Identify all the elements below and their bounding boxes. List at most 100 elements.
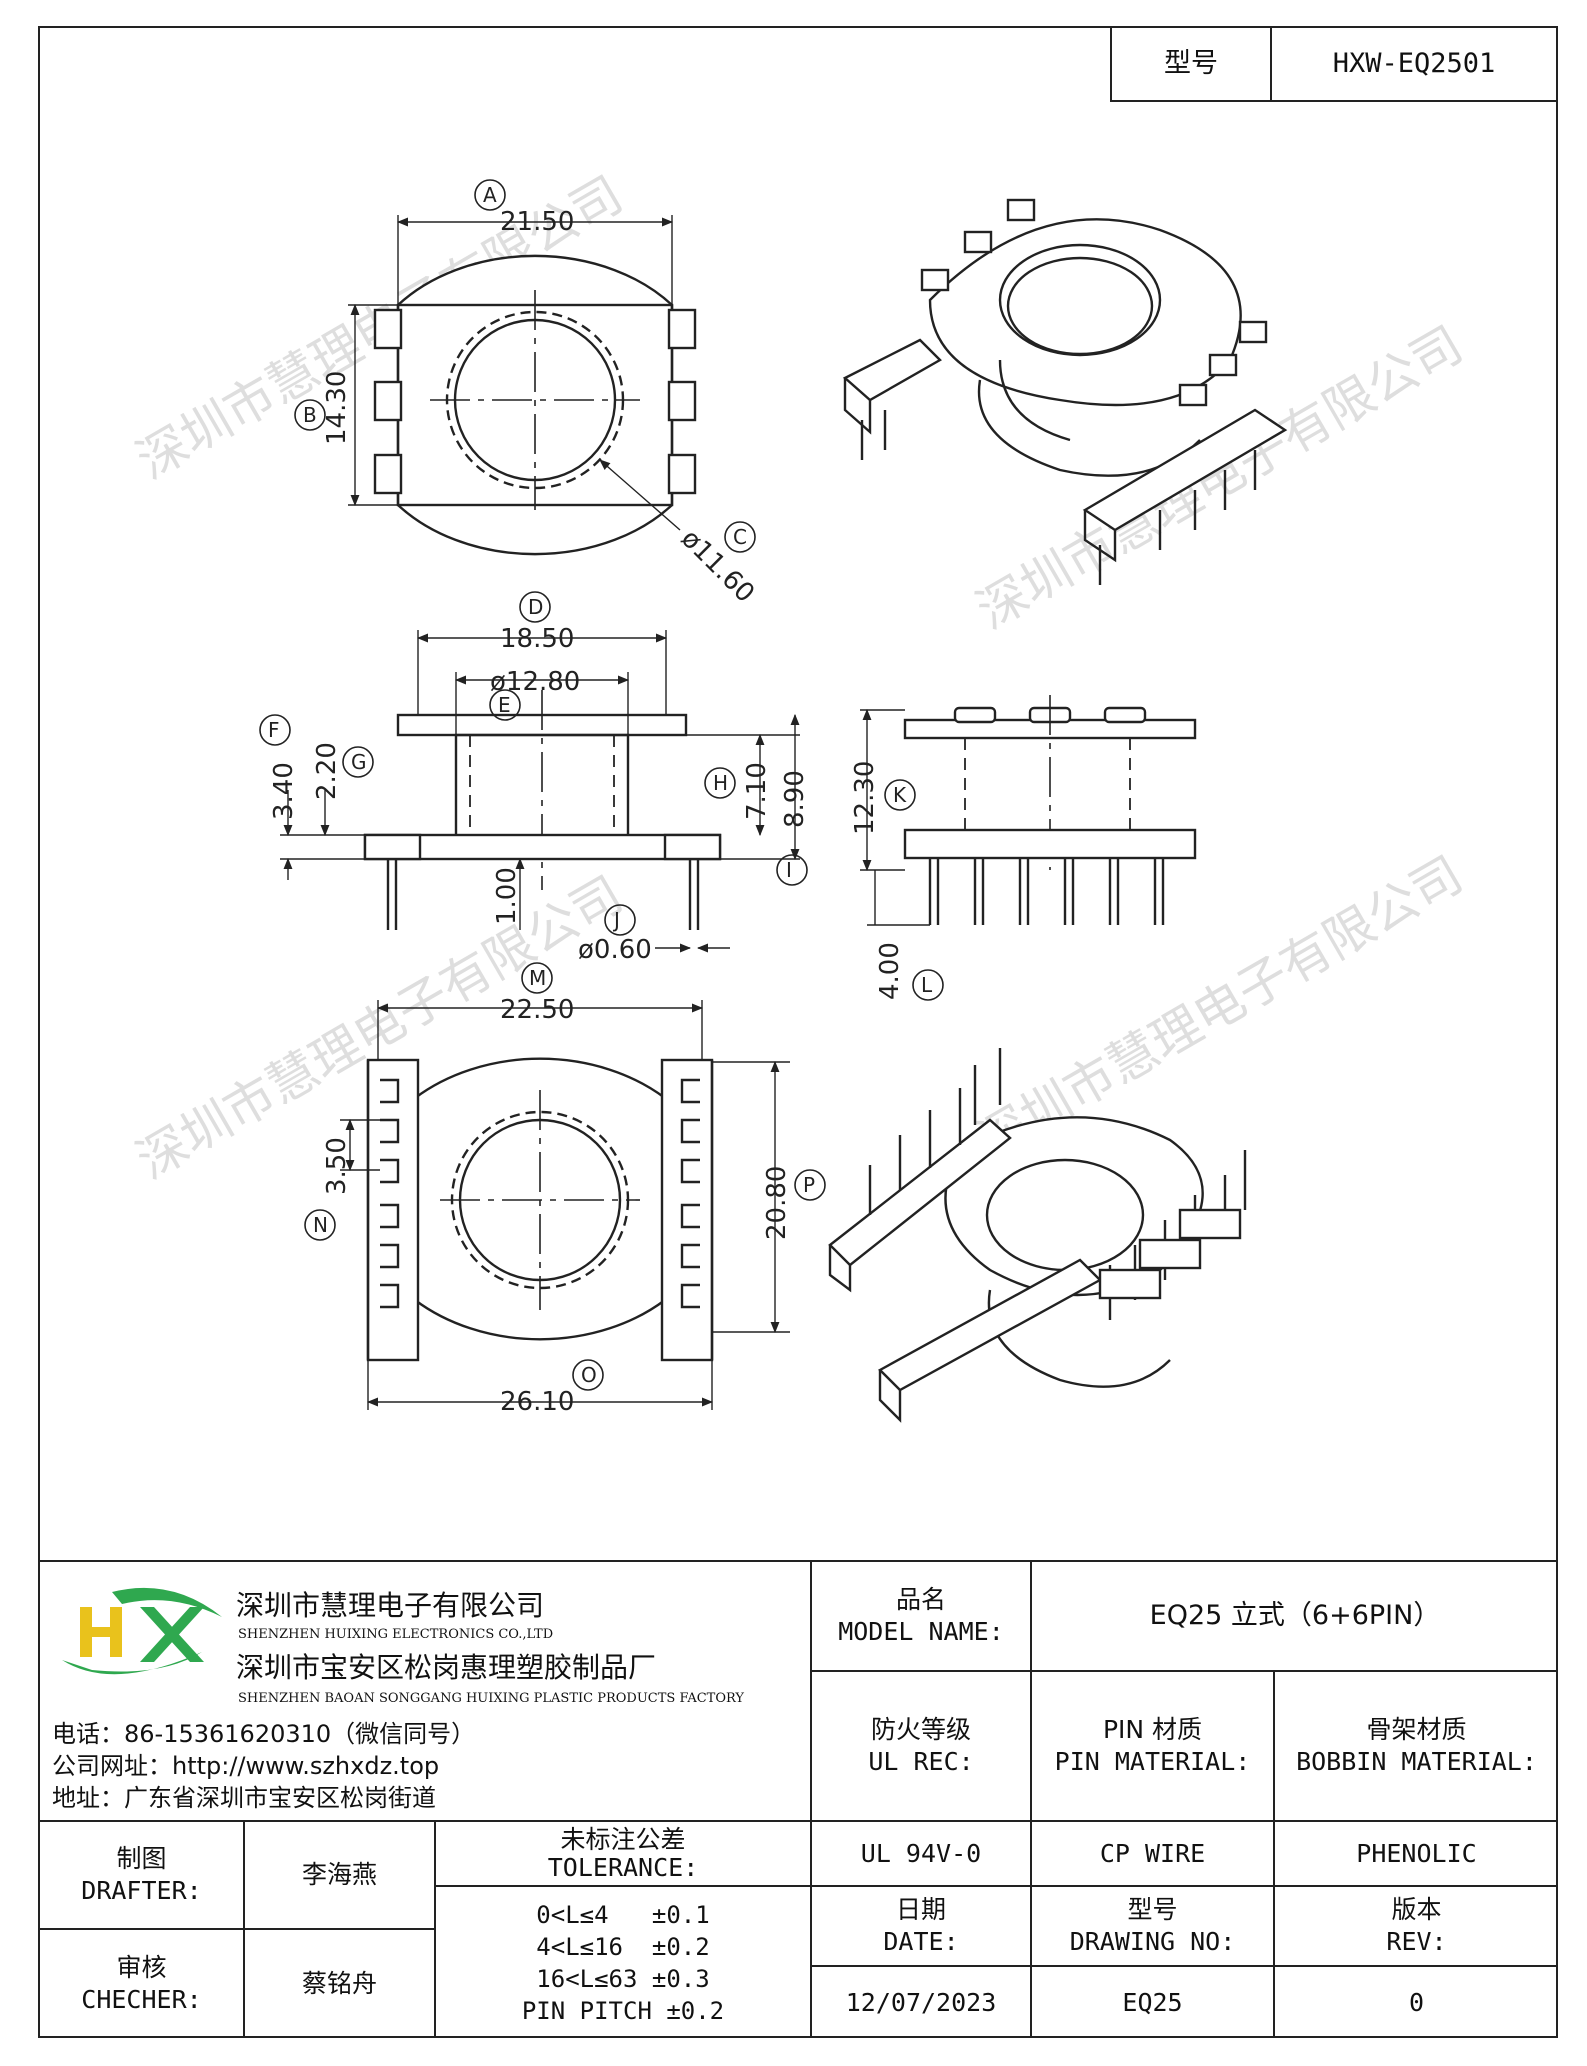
drafter-cn: 制图 [116, 1844, 167, 1873]
view-side [860, 695, 1197, 1001]
dim-b: 14.30 [322, 371, 352, 445]
tag-g: G [351, 750, 367, 774]
rev-cn: 版本 [1391, 1895, 1442, 1924]
checker-cn: 审核 [116, 1953, 167, 1982]
dim-m: 22.50 [500, 995, 574, 1025]
view-front [259, 591, 808, 953]
rev-en: REV: [1386, 1927, 1447, 1956]
drafter-label: 制图 DRAFTER: [40, 1822, 243, 1928]
tolerance-cn: 未标注公差 [560, 1824, 686, 1854]
tb-line-4 [812, 1965, 1558, 1967]
dim-i: 8.90 [780, 770, 810, 828]
model-name-cn: 品名 [895, 1585, 946, 1614]
company-name-cn-2: 深圳市宝安区松岗惠理塑胶制品厂 [236, 1651, 657, 1684]
tolerance-line-4: PIN PITCH ±0.2 [521, 1996, 725, 2025]
tag-f: F [268, 718, 280, 742]
tb-line-3b [436, 1885, 812, 1887]
tag-n: N [313, 1213, 328, 1237]
tb-vline-d [434, 1820, 436, 2038]
tb-split-line [810, 1560, 812, 2038]
tolerance-en: TOLERANCE: [547, 1852, 699, 1882]
dim-k: 12.30 [850, 761, 880, 835]
tag-m: M [529, 966, 546, 990]
tag-a: A [483, 183, 497, 207]
tb-vline-b [1273, 1670, 1275, 2038]
drawing-no-cn: 型号 [1127, 1895, 1178, 1924]
header-model-value: HXW-EQ2501 [1332, 48, 1496, 79]
tag-e: E [498, 693, 511, 717]
tb-top-line [38, 1560, 1558, 1562]
checker-en: CHECHER: [81, 1985, 202, 2014]
drawing-no-en: DRAWING NO: [1069, 1927, 1236, 1956]
tb-line-5 [38, 1928, 436, 1930]
checker-name: 蔡铭舟 [301, 1969, 377, 1998]
dim-c: ø11.60 [675, 524, 760, 609]
dimension-labels: 21.50 A 14.30 B ø11.60 C 18.50 D ø12.80 … [268, 183, 933, 1417]
tb-line-2 [38, 1820, 1558, 1822]
tolerance-line-2: 4<L≤16 ±0.2 [536, 1932, 710, 1961]
bobbin-material-en: BOBBIN MATERIAL: [1296, 1747, 1537, 1776]
bobbin-material-value: PHENOLIC [1356, 1838, 1477, 1868]
dim-pin-dia: ø0.60 [578, 935, 652, 965]
pin-material-value: CP WIRE [1099, 1838, 1206, 1868]
tb-vline-a [1030, 1560, 1032, 2038]
dim-o: 26.10 [500, 1387, 574, 1417]
dim-n: 3.50 [322, 1137, 352, 1195]
company-address: 地址：广东省深圳市宝安区松岗街道 [52, 1784, 436, 1812]
header-mid-line [1270, 26, 1272, 102]
rev-label: 版本 REV: [1275, 1887, 1558, 1965]
company-logo [52, 1582, 227, 1692]
company-name-en-2: SHENZHEN BAOAN SONGGANG HUIXING PLASTIC … [238, 1691, 744, 1706]
tag-j: J [612, 908, 620, 932]
dim-f: 3.40 [269, 762, 299, 820]
dim-p: 20.80 [762, 1166, 792, 1240]
dim-h: 7.10 [742, 762, 772, 820]
date-value: 12/07/2023 [845, 1987, 997, 2017]
checker-label: 审核 CHECHER: [40, 1930, 243, 2038]
view-iso-top [842, 198, 1288, 585]
tag-b: B [303, 403, 317, 427]
drawing-no-label: 型号 DRAWING NO: [1032, 1887, 1273, 1965]
tag-l: L [921, 973, 933, 997]
tolerance-line-3: 16<L≤63 ±0.3 [536, 1964, 710, 1993]
date-en: DATE: [883, 1927, 959, 1956]
tag-p: P [803, 1173, 815, 1197]
company-website[interactable]: 公司网址：http://www.szhxdz.top [52, 1752, 440, 1780]
dim-e: ø12.80 [490, 667, 580, 697]
view-top [294, 179, 756, 556]
ul-rec-label: 防火等级 UL REC: [812, 1672, 1030, 1820]
dim-pin-len: 1.00 [492, 867, 522, 925]
bobbin-material-label: 骨架材质 BOBBIN MATERIAL: [1275, 1672, 1558, 1820]
watermarks: 深圳市慧理电子有限公司 深圳市慧理电子有限公司 深圳市慧理电子有限公司 深圳市慧… [127, 165, 1472, 1190]
pin-material-label: PIN 材质 PIN MATERIAL: [1032, 1672, 1273, 1820]
tag-i: I [786, 858, 792, 882]
tag-h: H [713, 771, 728, 795]
pin-material-cn: PIN 材质 [1102, 1715, 1203, 1744]
engineering-drawing: 深圳市慧理电子有限公司 深圳市慧理电子有限公司 深圳市慧理电子有限公司 深圳市慧… [127, 165, 1472, 1423]
model-name-label: 品名 MODEL NAME: [812, 1562, 1030, 1670]
tb-line-1 [812, 1670, 1558, 1672]
company-phone: 电话：86-15361620310（微信同号） [52, 1720, 476, 1748]
tb-vline-c [243, 1820, 245, 2038]
tag-o: O [581, 1363, 597, 1387]
tag-k: K [893, 783, 907, 807]
header-line [1110, 26, 1558, 28]
tolerance-label: 未标注公差 TOLERANCE: [436, 1822, 810, 1885]
date-label: 日期 DATE: [812, 1887, 1030, 1965]
dim-l: 4.00 [875, 942, 905, 1000]
tb-line-3 [812, 1885, 1558, 1887]
drawing-no-value: EQ25 [1122, 1987, 1183, 2017]
drawing-frame [38, 26, 1558, 2038]
drafter-en: DRAFTER: [81, 1876, 202, 1905]
model-name-value: EQ25 立式（6+6PIN） [1149, 1600, 1441, 1631]
tag-d: D [528, 595, 543, 619]
tag-c: C [733, 525, 747, 549]
pin-material-en: PIN MATERIAL: [1054, 1747, 1251, 1776]
tolerance-list: 0<L≤4 ±0.1 4<L≤16 ±0.2 16<L≤63 ±0.3 PIN … [436, 1887, 810, 2038]
view-bottom [304, 962, 826, 1410]
bobbin-material-cn: 骨架材质 [1366, 1715, 1467, 1744]
header-model-label: 型号 [1164, 48, 1218, 79]
ul-rec-cn: 防火等级 [870, 1715, 971, 1744]
dim-d: 18.50 [500, 624, 574, 654]
header-left-line [1110, 26, 1112, 102]
